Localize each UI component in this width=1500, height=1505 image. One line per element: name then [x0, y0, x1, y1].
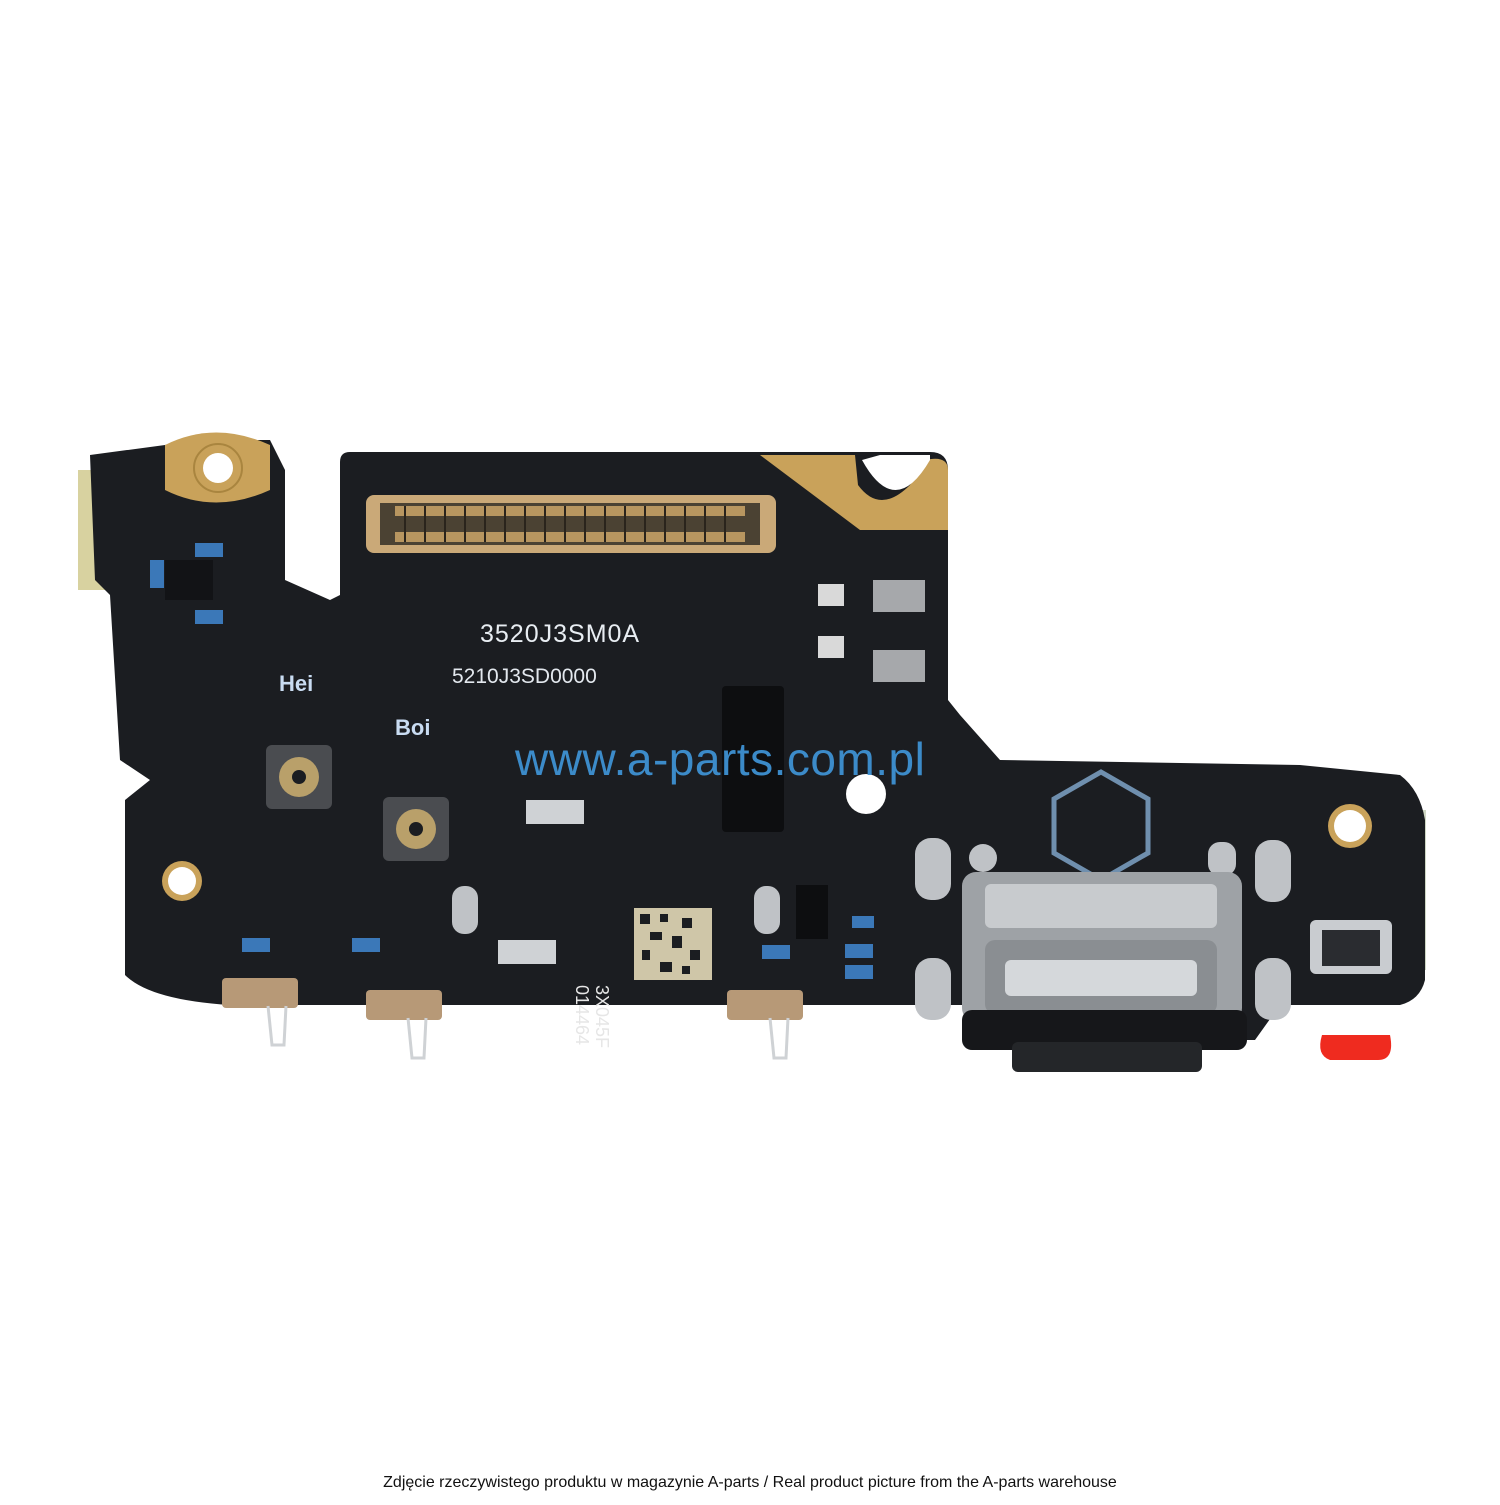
- smd-components: [150, 543, 925, 979]
- pcb-code-bottom: 5210J3SD0000: [452, 665, 597, 688]
- spring-contacts: [222, 978, 803, 1060]
- pcb-label-left: Hei: [279, 671, 314, 696]
- mount-hole-center: [846, 774, 886, 814]
- gold-mount-right: [760, 455, 948, 530]
- board-connector: [366, 495, 776, 553]
- usb-c-port: [962, 872, 1247, 1072]
- pcb-vertical-code: 3X045F 014464: [572, 985, 612, 1049]
- pcb-code-top: 3520J3SM0A: [480, 620, 641, 648]
- gold-mount-left: [165, 432, 270, 503]
- coax-connector-right: [383, 797, 449, 861]
- datamatrix-code-icon: [634, 908, 712, 980]
- red-tab: [1320, 1035, 1392, 1060]
- microphone: [1310, 920, 1392, 974]
- watermark-url: www.a-parts.com.pl: [515, 733, 926, 785]
- photo-caption: Zdjęcie rzeczywistego produktu w magazyn…: [383, 1474, 1117, 1491]
- pcb-label-right: Boi: [395, 715, 431, 740]
- coax-connector-left: [266, 745, 332, 809]
- shield-pads: [452, 838, 1291, 1020]
